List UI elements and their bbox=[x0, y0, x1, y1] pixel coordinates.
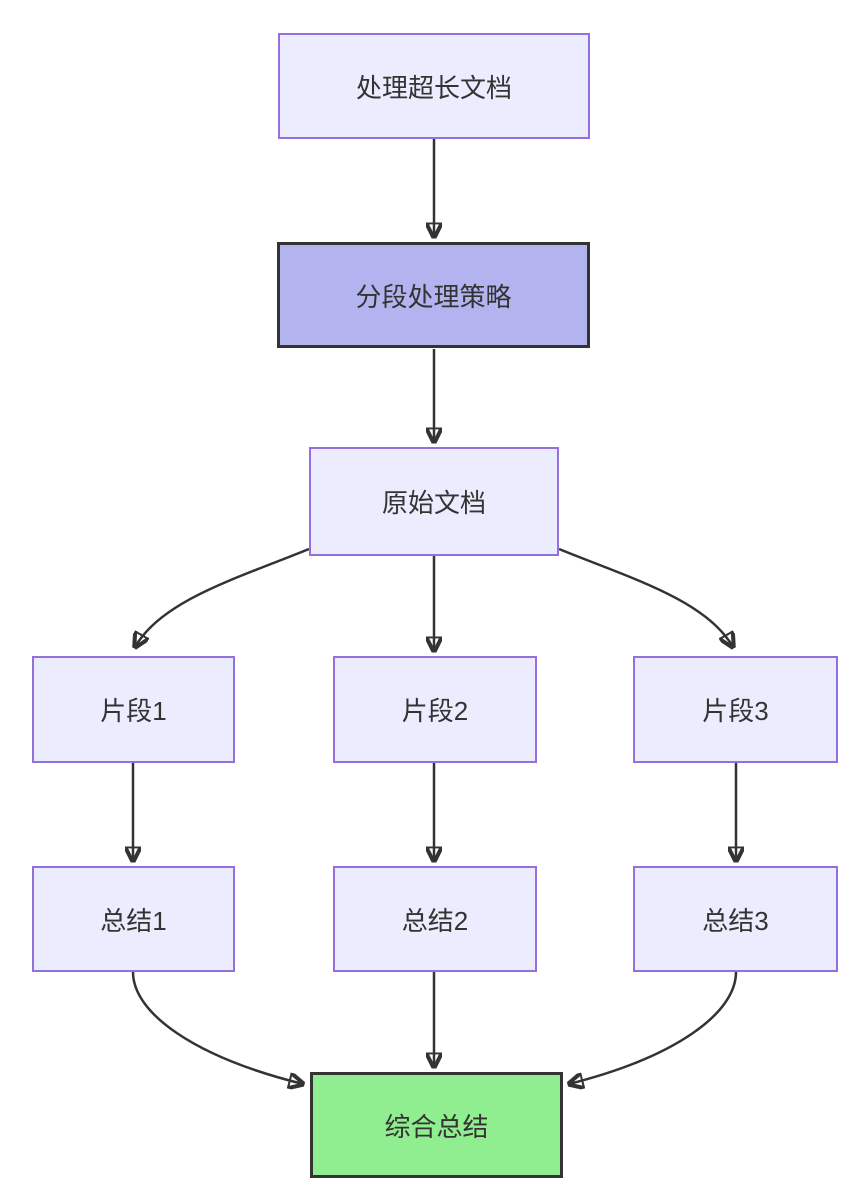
node-process-long-document: 处理超长文档 bbox=[278, 33, 590, 139]
node-original-document-label: 原始文档 bbox=[381, 488, 486, 518]
node-fragment-3-label: 片段3 bbox=[702, 696, 769, 726]
edge-original-frag1 bbox=[135, 547, 310, 647]
edge-sum3-final bbox=[569, 971, 738, 1084]
node-summary-1-label: 总结1 bbox=[100, 905, 167, 936]
node-fragment-1-label: 片段1 bbox=[100, 696, 167, 726]
node-segmentation-strategy: 分段处理策略 bbox=[277, 242, 590, 348]
node-summary-1: 总结1 bbox=[32, 866, 235, 972]
node-summary-2: 总结2 bbox=[333, 866, 537, 972]
node-summary-2-label: 总结2 bbox=[401, 905, 469, 936]
node-original-document: 原始文档 bbox=[309, 447, 559, 556]
node-process-long-document-label: 处理超长文档 bbox=[355, 72, 512, 103]
node-final-summary: 综合总结 bbox=[310, 1072, 563, 1178]
edge-original-frag3 bbox=[558, 547, 733, 647]
node-summary-3: 总结3 bbox=[633, 866, 838, 972]
node-final-summary-label: 综合总结 bbox=[384, 1111, 489, 1142]
node-segmentation-strategy-label: 分段处理策略 bbox=[355, 281, 512, 312]
node-fragment-1: 片段1 bbox=[32, 656, 235, 763]
node-fragment-2: 片段2 bbox=[333, 656, 537, 763]
node-fragment-2-label: 片段2 bbox=[401, 696, 469, 726]
node-fragment-3: 片段3 bbox=[633, 656, 838, 763]
edge-sum1-final bbox=[131, 971, 303, 1084]
node-summary-3-label: 总结3 bbox=[702, 905, 769, 936]
